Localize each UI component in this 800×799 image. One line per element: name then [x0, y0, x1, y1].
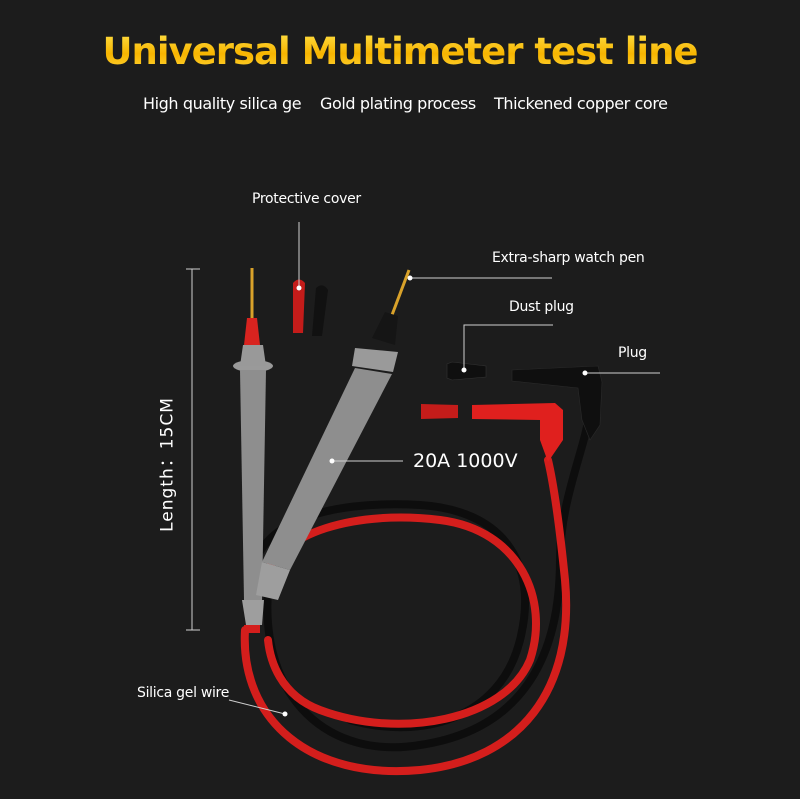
- label-plug: Plug: [618, 345, 647, 361]
- label-silica-gel-wire: Silica gel wire: [137, 685, 230, 701]
- red-banana-plug: [472, 403, 563, 462]
- feature-gold-plating: Gold plating process: [320, 94, 476, 113]
- red-cable-inner: [258, 513, 540, 728]
- feature-silica: High quality silica ge: [143, 94, 302, 113]
- black-banana-plug: [511, 365, 603, 441]
- right-probe: [256, 269, 411, 600]
- red-protective-cover: [293, 279, 305, 333]
- red-dust-plug: [421, 404, 458, 419]
- black-protective-cover: [312, 285, 328, 336]
- label-dust-plug: Dust plug: [509, 299, 574, 315]
- label-rating: 20A 1000V: [413, 450, 518, 472]
- black-dust-plug: [446, 361, 487, 381]
- page-title: Universal Multimeter test line: [0, 30, 800, 73]
- left-probe: [233, 268, 273, 633]
- red-cable: [240, 456, 571, 776]
- label-length: Length：15CM: [157, 397, 178, 532]
- label-protective-cover: Protective cover: [252, 191, 361, 207]
- label-extra-sharp-pen: Extra-sharp watch pen: [492, 250, 645, 266]
- feature-copper-core: Thickened copper core: [494, 94, 668, 113]
- black-cable: [263, 406, 594, 752]
